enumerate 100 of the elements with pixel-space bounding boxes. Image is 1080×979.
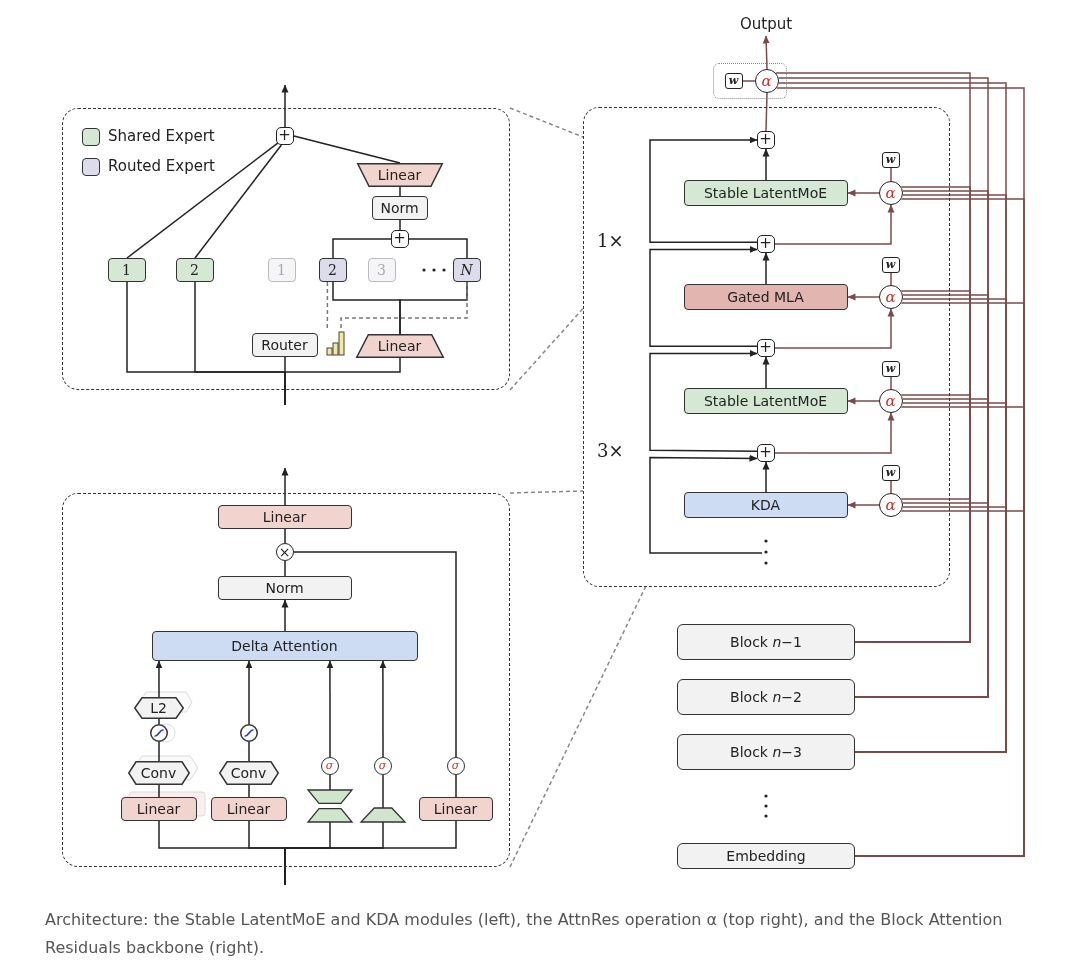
arrow: [774, 308, 895, 349]
dashed-line: [509, 586, 647, 868]
dashed-line: [509, 107, 584, 138]
sum-node: +: [756, 443, 775, 462]
connector-line: [293, 135, 401, 164]
module-box: Stable LatentMoE: [683, 179, 848, 206]
linear-trapezoid: Linear: [356, 162, 443, 187]
arrow: [847, 397, 880, 405]
connector-line: [248, 741, 250, 762]
connector-line: [382, 774, 384, 809]
expert-box: 1: [267, 257, 296, 282]
arrow: [649, 245, 758, 347]
hourglass-shape: [307, 789, 352, 822]
block-box: Block n−1: [677, 624, 855, 660]
sigmoid-circle: σ: [373, 756, 392, 775]
dashed-line: [509, 490, 584, 494]
caption: Architecture: the Stable LatentMoE and KDA modules (left), the AttnRes operation α (top right), and the Block Attention Residuals backbone (right).: [45, 909, 1004, 959]
arrow: [762, 461, 770, 493]
legend-label: Shared Expert: [108, 127, 215, 145]
legend-label: Routed Expert: [108, 157, 215, 175]
connector-line: [293, 551, 457, 758]
sum-node: +: [390, 229, 409, 248]
alpha-circle: α: [878, 284, 903, 309]
weight-box: w: [881, 256, 900, 273]
linear-trapezoid: Linear: [355, 333, 444, 358]
arrow: [774, 204, 895, 245]
sum-node: +: [756, 130, 775, 149]
connector-line: [455, 774, 457, 798]
arrow: [649, 454, 763, 554]
sum-node: +: [275, 126, 294, 145]
connector-line: [742, 80, 756, 82]
arrow: [847, 293, 880, 301]
arrow: [281, 599, 289, 632]
arrow: [281, 84, 289, 128]
connector-line: [194, 144, 283, 259]
arrow: [245, 660, 253, 725]
sigmoid-circle: σ: [320, 756, 339, 775]
attention-box: Delta Attention: [151, 630, 418, 661]
connector-line: [854, 498, 971, 643]
arrow: [281, 467, 289, 506]
alpha-circle: α: [878, 180, 903, 205]
block-box: Embedding: [677, 843, 855, 869]
connector-line: [158, 784, 160, 798]
connector-line: [248, 784, 250, 798]
alpha-circle: α: [878, 492, 903, 517]
dashed-line: [340, 281, 468, 331]
multiply-node: ×: [275, 542, 294, 561]
expert-box: 2: [318, 257, 347, 282]
expert-box: 3: [367, 257, 396, 282]
weight-box: w: [724, 72, 743, 89]
connector-line: [158, 741, 160, 762]
arrow: [649, 136, 758, 243]
connector-line: [126, 141, 280, 259]
block-box: Block n−2: [677, 679, 855, 715]
conv-box: Conv: [127, 760, 190, 785]
dashed-line: [326, 281, 329, 331]
expert-box: N: [452, 257, 481, 282]
connector-line: [408, 238, 468, 259]
conv-box: Conv: [218, 760, 279, 785]
arrow: [762, 148, 770, 181]
connector-line: [284, 357, 401, 406]
arrow: [847, 189, 880, 197]
kda-panel: [62, 493, 510, 867]
moe-panel: [62, 108, 510, 390]
connector-line: [284, 560, 286, 577]
expert-box: 2: [175, 257, 214, 282]
connector-line: [158, 718, 160, 725]
sum-node: +: [756, 338, 775, 357]
norm-box: Norm: [371, 195, 428, 220]
connector-line: [329, 774, 331, 791]
connector-line: [332, 238, 392, 259]
arrow: [847, 501, 880, 509]
trapezoid-shape: [360, 807, 405, 822]
module-box: KDA: [683, 491, 848, 518]
connector-line: [890, 167, 892, 182]
dashed-line: [509, 307, 584, 391]
connector-line: [399, 219, 401, 231]
block-panel: [583, 107, 950, 587]
module-box: Gated MLA: [683, 283, 848, 310]
arrow: [379, 660, 387, 758]
connector-line: [890, 272, 892, 286]
connector-line: [890, 376, 892, 390]
arrow: [762, 252, 770, 285]
linear-box: Linear: [418, 796, 493, 821]
activation-circle: [149, 723, 168, 742]
connector-line: [284, 528, 286, 544]
norm-box: Norm: [217, 575, 352, 600]
arrow: [762, 356, 770, 389]
arrow: [762, 35, 770, 70]
weight-box: w: [881, 151, 900, 168]
arrow: [155, 660, 163, 698]
expert-box: 1: [107, 257, 146, 282]
arrow: [649, 349, 758, 452]
alpha-circle: α: [878, 388, 903, 413]
arrow: [326, 660, 334, 758]
alpha-circle: α: [754, 68, 779, 93]
connector-line: [284, 820, 457, 886]
repeat-count: 1×: [597, 230, 624, 251]
module-box: Stable LatentMoE: [683, 387, 848, 414]
linear-box: Linear: [217, 504, 352, 529]
